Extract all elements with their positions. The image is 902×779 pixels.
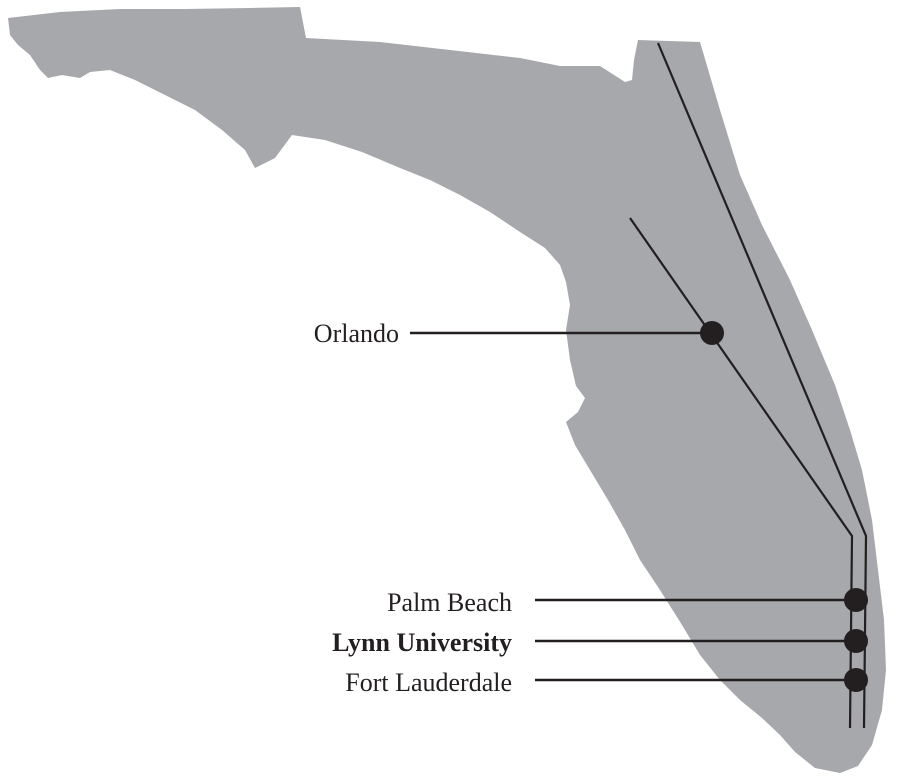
fort-lauderdale-marker bbox=[844, 668, 868, 692]
palm-beach-label: Palm Beach bbox=[387, 588, 512, 617]
orlando-marker bbox=[700, 321, 724, 345]
inland-route-line bbox=[629, 217, 854, 729]
lynn-university-label: Lynn University bbox=[332, 628, 512, 657]
palm-beach-marker bbox=[844, 588, 868, 612]
coastal-route-line bbox=[656, 42, 868, 729]
orlando-label: Orlando bbox=[314, 319, 399, 348]
fort-lauderdale-label: Fort Lauderdale bbox=[345, 668, 512, 697]
florida-landmass bbox=[8, 7, 886, 773]
lynn-university-marker bbox=[844, 629, 868, 653]
